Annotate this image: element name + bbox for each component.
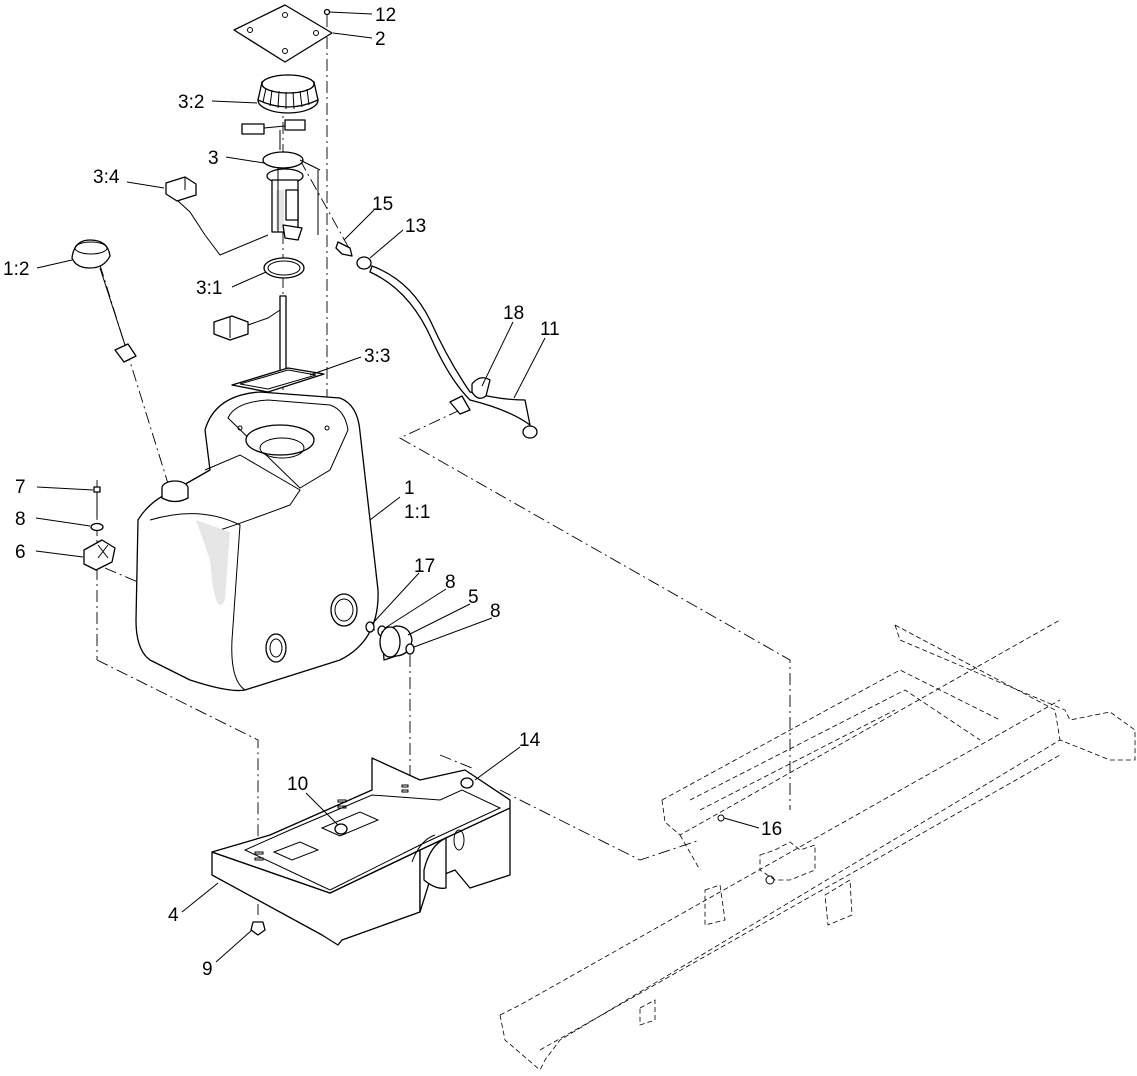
callout-12: 12 [375,5,396,26]
callout-18: 18 [503,303,524,324]
callout-6: 6 [15,542,26,563]
callout-5: 5 [468,587,479,608]
callout-1: 1 [404,478,415,499]
bracket-6 [83,539,116,571]
mower-frame [499,619,1136,1071]
callout-8-right: 8 [490,601,501,622]
fuel-pump-module [241,119,321,241]
bumper-5 [379,625,413,661]
callout-3-4: 3:4 [93,167,120,188]
callout-4: 4 [168,905,179,926]
gasket [231,367,325,393]
hardware-14 [460,777,474,789]
callout-13: 13 [405,216,426,237]
clamp-18 [471,377,491,399]
lock-ring [257,74,319,114]
fuel-hose-11 [369,265,538,439]
callout-17: 17 [414,556,435,577]
callout-3: 3 [208,148,219,169]
leader-lines [35,11,760,963]
level-sender [213,295,287,379]
callout-10: 10 [287,774,308,795]
callout-labels: 12 2 3:2 3 3:4 15 13 1:2 3:1 18 11 3:3 7… [3,5,782,980]
callout-1-1: 1:1 [404,502,430,523]
wire-connector [165,176,269,256]
washer-8-right [405,643,415,655]
callout-16: 16 [761,819,782,840]
callout-3-2: 3:2 [178,92,204,113]
callout-15: 15 [372,194,393,215]
callout-8-left: 8 [15,509,26,530]
hardware-17 [365,621,375,633]
callout-14: 14 [519,730,541,751]
cover-plate [233,4,333,63]
fuel-tank [135,391,379,692]
callout-9: 9 [202,959,213,980]
bolt-7 [93,486,101,518]
callout-3-3: 3:3 [364,346,390,367]
seal-ring [263,257,305,279]
callout-1-2: 1:2 [3,259,29,280]
callout-2: 2 [375,29,386,50]
callout-8-mid: 8 [445,572,456,593]
callout-7: 7 [15,477,26,498]
hardware-10 [334,823,348,835]
callout-3-1: 3:1 [196,278,222,299]
fuel-cap [71,239,137,363]
nut-9 [250,921,266,936]
clamp-13 [356,256,372,270]
washer-8-left [90,522,104,532]
fitting-15 [335,241,353,257]
screw-12 [323,8,331,16]
callout-11: 11 [540,319,560,340]
tank-mounting-bracket [211,757,511,946]
